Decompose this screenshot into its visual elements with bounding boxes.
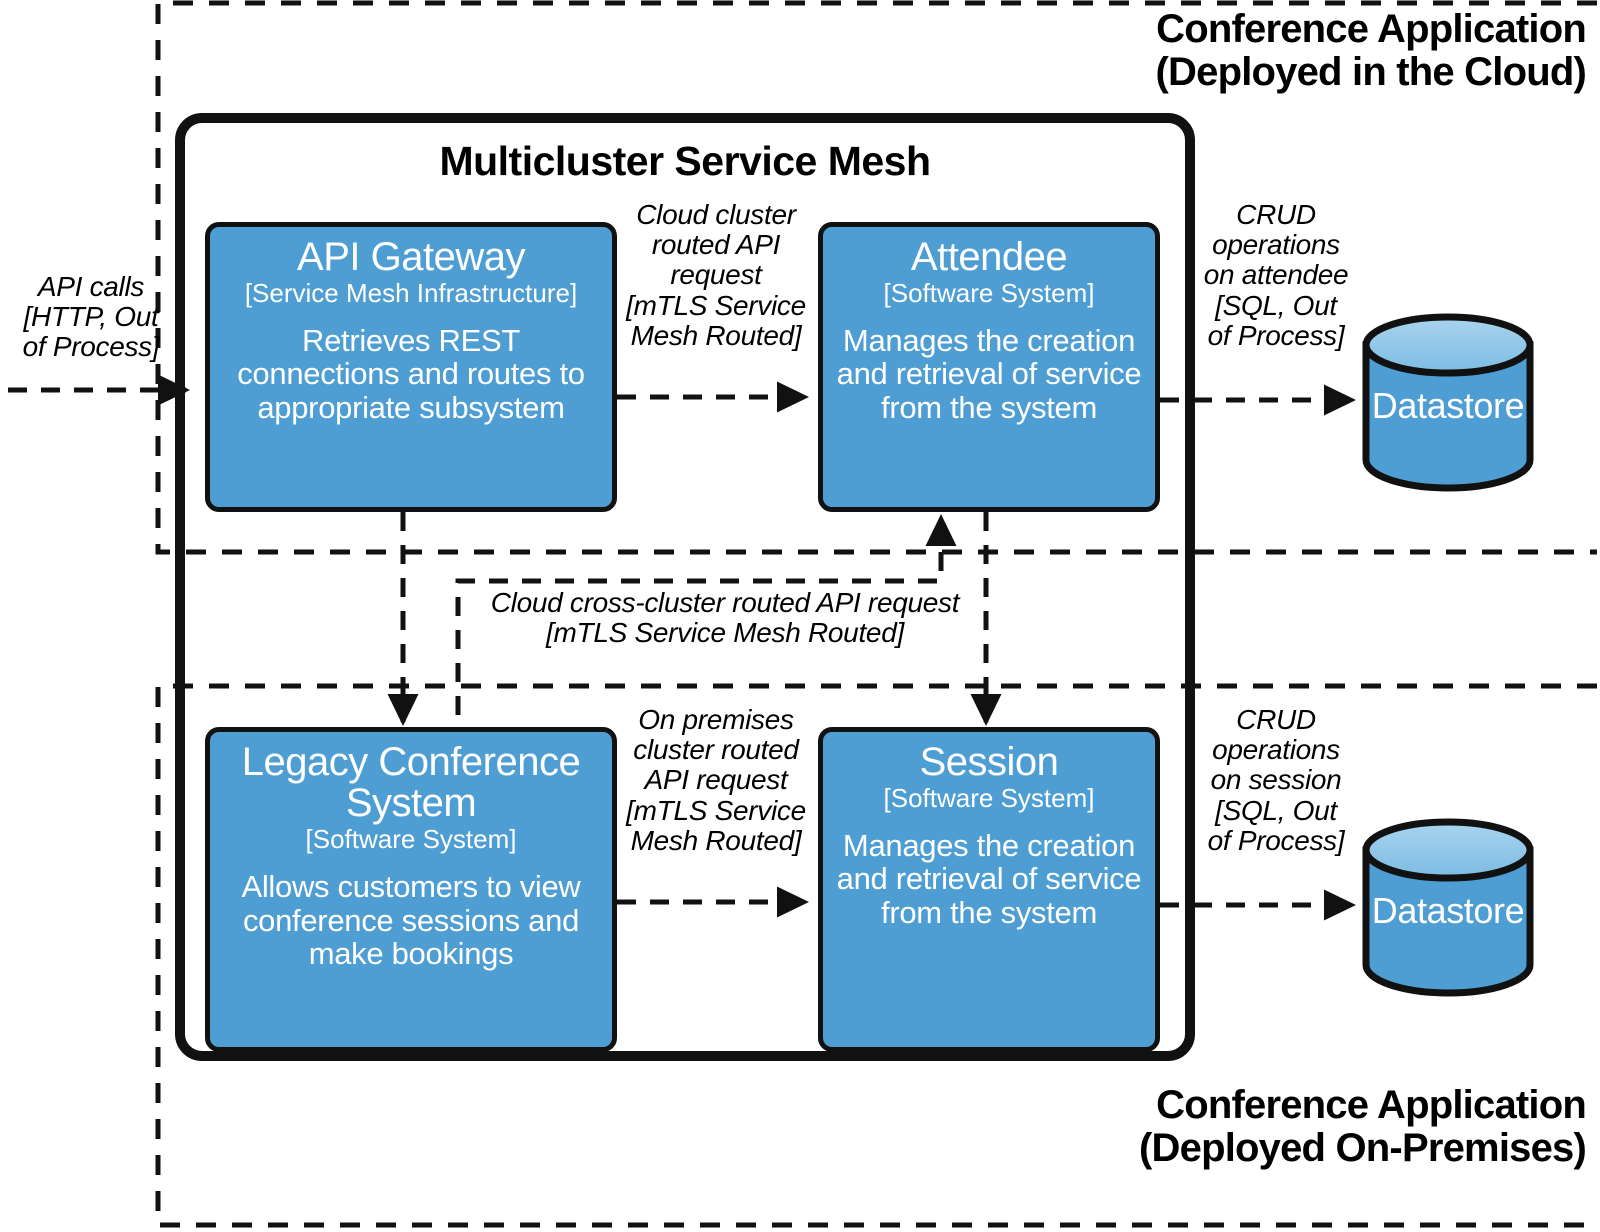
node-api-gateway-description: Retrieves REST connections and routes to…	[237, 323, 585, 425]
edge-label-onprem-cluster-routed: On premises cluster routed API request […	[626, 704, 806, 856]
node-legacy-conference-system-technology: [Software System]	[305, 824, 517, 855]
session-datastore[interactable]: Datastore	[1366, 890, 1530, 932]
edge-label-cloud-cluster-routed: Cloud cluster routed API request [mTLS S…	[626, 199, 806, 351]
attendee-datastore-shape	[1362, 313, 1534, 492]
edge-label-crud-session: CRUD operations on session [SQL, Out of …	[1207, 704, 1345, 856]
mesh-title: Multicluster Service Mesh	[439, 138, 931, 184]
onprem-region-boundary	[155, 683, 1597, 1228]
node-api-gateway-title: API Gateway	[297, 235, 525, 279]
edge-label-crud-attendee: CRUD operations on attendee [SQL, Out of…	[1203, 199, 1349, 351]
node-attendee-technology: [Software System]	[883, 278, 1095, 309]
onprem-region-caption: Conference Application (Deployed On-Prem…	[1139, 1083, 1587, 1171]
node-api-gateway[interactable]: API Gateway [Service Mesh Infrastructure…	[205, 222, 617, 512]
cloud-region-caption: Conference Application (Deployed in the …	[1155, 7, 1587, 95]
node-legacy-conference-system-description: Allows customers to view conference sess…	[241, 869, 581, 971]
attendee-datastore-label: Datastore	[1371, 385, 1525, 426]
node-attendee[interactable]: Attendee [Software System] Manages the c…	[818, 222, 1160, 512]
node-attendee-description: Manages the creation and retrieval of se…	[836, 323, 1142, 425]
attendee-datastore[interactable]: Datastore	[1366, 385, 1530, 427]
node-legacy-conference-system-title: Legacy Conference System	[241, 740, 581, 826]
node-session-description: Manages the creation and retrieval of se…	[836, 828, 1142, 930]
edge-label-api-calls: API calls [HTTP, Out of Process]	[22, 271, 160, 363]
session-datastore-label: Datastore	[1371, 890, 1525, 931]
node-api-gateway-technology: [Service Mesh Infrastructure]	[244, 278, 578, 309]
node-session[interactable]: Session [Software System] Manages the cr…	[818, 727, 1160, 1052]
node-attendee-title: Attendee	[910, 235, 1068, 279]
node-session-technology: [Software System]	[883, 783, 1095, 814]
edge-label-cross-cluster: Cloud cross-cluster routed API request […	[490, 587, 960, 649]
cloud-region-boundary	[155, 0, 1597, 555]
session-datastore-shape	[1362, 818, 1534, 997]
multicluster-service-mesh-container	[175, 113, 1195, 1061]
node-session-title: Session	[919, 740, 1059, 784]
node-legacy-conference-system[interactable]: Legacy Conference System [Software Syste…	[205, 727, 617, 1052]
